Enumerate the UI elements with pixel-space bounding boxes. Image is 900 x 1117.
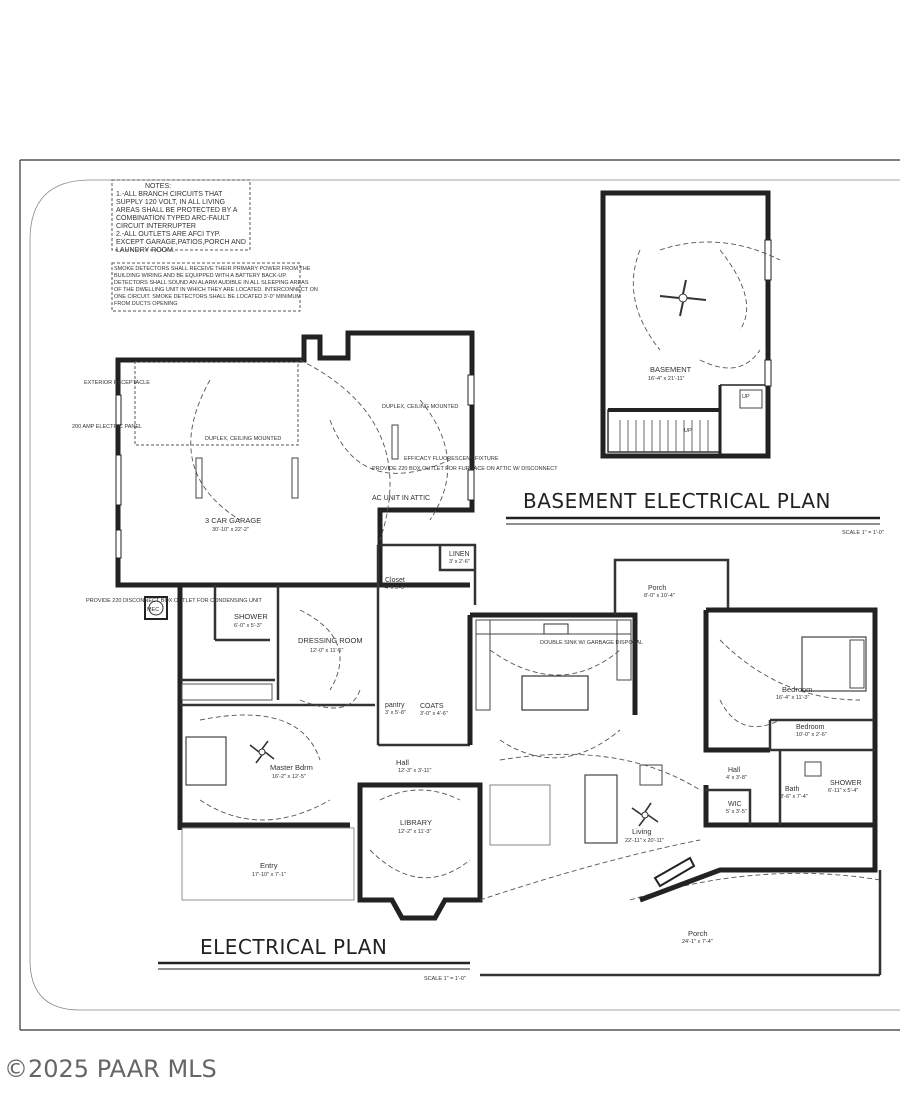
- notes-line: EXCEPT GARAGE,PATIOS,PORCH AND: [116, 239, 246, 246]
- double-sink-note: DOUBLE SINK W/ GARBAGE DISPOSAL: [540, 640, 643, 646]
- room-name-linen: LINEN: [449, 551, 470, 558]
- fluorescent-note: EFFICACY FLUORESCENT FIXTURE: [404, 456, 499, 462]
- panel-note: 200 AMP ELECTRIC PANEL: [72, 424, 142, 430]
- fireplace: [653, 856, 696, 888]
- room-dims-bedroom-1: 16'-4" x 11'-3": [776, 695, 809, 701]
- main-scale: SCALE 1" = 1'-0": [424, 976, 466, 982]
- back-porch: Porch 8'-0" x 10'-4": [613, 558, 730, 615]
- room-dims-hall-bed: 4' x 3'-8": [726, 775, 747, 781]
- room-name-coats: COATS: [420, 703, 444, 710]
- room-name-shower-bed: SHOWER: [830, 780, 862, 787]
- basement-scale: SCALE 1" = 1'-0": [842, 530, 884, 536]
- stair-up-label: UP: [684, 428, 692, 434]
- notes-line: 1.-ALL BRANCH CIRCUITS THAT: [116, 191, 223, 198]
- room-dims-bath: 8'-6" x 7'-4": [780, 794, 808, 800]
- library: LIBRARY 12'-2" x 11'-3": [357, 782, 483, 921]
- electrical-plan-title: ELECTRICAL PLAN SCALE 1" = 1'-0": [158, 935, 470, 982]
- box-outlet-note: PROVIDE 220 BOX OUTLET FOR FURNACE ON AT…: [372, 466, 558, 472]
- receptacle-note: EXTERIOR RECEPTACLE: [84, 380, 150, 386]
- sheet-border: [19, 159, 900, 1031]
- room-name-porch-back: Porch: [648, 585, 666, 592]
- front-porch: Porch 24'-1" x 7'-4": [480, 870, 882, 977]
- room-name-pantry: pantry: [385, 702, 405, 709]
- room-dims-porch-back: 8'-0" x 10'-4": [644, 593, 675, 599]
- room-dims-wic: 5' x 3'-5": [726, 809, 747, 815]
- room-name-wic: WIC: [728, 801, 742, 808]
- smoke-note-line: SMOKE DETECTORS SHALL RECEIVE THEIR PRIM…: [114, 266, 311, 272]
- room-name-entry: Entry: [260, 861, 278, 870]
- room-name-shower-master: SHOWER: [234, 612, 268, 621]
- notes-line: AREAS SHALL BE PROTECTED BY A: [116, 207, 238, 214]
- room-name-basement: BASEMENT: [650, 365, 692, 374]
- room-name-dressing: DRESSING ROOM: [298, 636, 363, 645]
- basement-stair: UP: [607, 408, 721, 453]
- notes-line: CIRCUIT INTERRUPTER: [116, 223, 196, 230]
- room-dims-shower-bed: 6'-11" x 5'-4": [828, 788, 858, 794]
- room-name-garage: 3 CAR GARAGE: [205, 516, 261, 525]
- stair-up-label-2: UP: [742, 394, 750, 400]
- notes-line: LAUNDRY ROOM.: [116, 247, 175, 254]
- notes-heading: NOTES:: [145, 183, 171, 190]
- room-dims-shower-master: 6'-0" x 5'-3": [234, 623, 262, 629]
- smoke-detector-note: SMOKE DETECTORS SHALL RECEIVE THEIR PRIM…: [111, 262, 318, 312]
- room-dims-closet: 4' x 5'-5": [385, 585, 406, 591]
- room-dims-pantry: 3' x 5'-8": [385, 710, 406, 716]
- ceiling-fan-icon: [631, 802, 659, 827]
- room-name-bedroom-1: Bedroom: [782, 685, 812, 694]
- room-dims-master: 16'-2" x 12'-5": [272, 774, 306, 780]
- notes-line: 2.-ALL OUTLETS ARE AFCI TYP.: [116, 231, 221, 238]
- garage: DUPLEX, CEILING MOUNTED DUPLEX, CEILING …: [72, 330, 558, 588]
- room-name-library: LIBRARY: [400, 818, 432, 827]
- mechanical-unit: MEC PROVIDE 220 DISCONNECT BOX OUTLET FO…: [86, 596, 262, 620]
- mec-label: MEC: [147, 607, 159, 613]
- room-name-living: Living: [632, 827, 652, 836]
- kitchen: DOUBLE SINK W/ GARBAGE DISPOSAL: [467, 612, 643, 759]
- room-dims-coats: 3'-0" x 4'-6": [420, 711, 448, 717]
- ceiling-fan-icon: [659, 279, 707, 317]
- room-dims-entry: 17'-10" x 7'-1": [252, 872, 286, 878]
- duplex-note-2: DUPLEX, CEILING MOUNTED: [382, 404, 458, 410]
- notes-line: COMBINATION TYPED ARC-FAULT: [116, 215, 231, 222]
- room-name-bedroom-2: Bedroom: [796, 724, 825, 731]
- duplex-note-1: DUPLEX, CEILING MOUNTED: [205, 436, 281, 442]
- notes-box: NOTES: 1.-ALL BRANCH CIRCUITS THAT SUPPL…: [111, 179, 251, 254]
- basement-plan-title: BASEMENT ELECTRICAL PLAN SCALE 1" = 1'-0…: [506, 489, 884, 536]
- ceiling-fan-icon: [249, 740, 275, 764]
- basement-plan-title-text: BASEMENT ELECTRICAL PLAN: [523, 489, 831, 513]
- smoke-note-line: ONE CIRCUIT. SMOKE DETECTORS SHALL BE LO…: [114, 294, 301, 300]
- mec-note: PROVIDE 220 DISCONNECT BOX OUTLET FOR CO…: [86, 598, 262, 604]
- room-dims-garage: 30'-10" x 22'-2": [212, 527, 249, 533]
- room-dims-porch-front: 24'-1" x 7'-4": [682, 939, 713, 945]
- room-dims-basement: 16'-4" x 21'-11": [648, 376, 685, 382]
- room-name-porch-front: Porch: [688, 929, 708, 938]
- main-floor-plan: DUPLEX, CEILING MOUNTED DUPLEX, CEILING …: [72, 330, 882, 977]
- notes-line: SUPPLY 120 VOLT, IN ALL LIVING: [116, 199, 225, 206]
- smoke-note-line: FROM DUCTS OPENING: [114, 301, 178, 307]
- bedroom-wing: Bedroom 16'-4" x 11'-3" Bedroom 10'-0" x…: [639, 607, 878, 903]
- room-name-hall-main: Hall: [396, 758, 409, 767]
- electrical-plan-title-text: ELECTRICAL PLAN: [200, 935, 387, 959]
- room-name-master: Master Bdrm: [270, 763, 313, 772]
- smoke-note-line: OF THE DWELLING UNIT IN WHICH THEY ARE L…: [114, 287, 318, 293]
- smoke-note-line: DETECTORS SHALL SOUND AN ALARM AUDIBLE I…: [114, 280, 309, 286]
- watermark-text: ©2025 PAAR MLS: [4, 1055, 217, 1083]
- room-dims-hall-main: 12'-3" x 3'-11": [398, 768, 431, 774]
- smoke-note-line: BUILDING WIRING AND BE EQUIPPED WITH A B…: [114, 273, 287, 279]
- room-dims-linen: 3' x 2'-6": [449, 559, 470, 565]
- ac-unit-note: AC UNIT IN ATTIC: [372, 495, 430, 502]
- room-dims-living: 22'-11" x 20'-11": [625, 838, 664, 844]
- room-dims-library: 12'-2" x 11'-3": [398, 829, 431, 835]
- room-dims-bedroom-2: 10'-0" x 2'-6": [796, 732, 827, 738]
- room-name-hall-bed: Hall: [728, 767, 741, 774]
- room-name-bath: Bath: [785, 786, 800, 793]
- basement-plan: UP UP BASEMENT 16'-4" x 21'-11": [600, 190, 781, 459]
- room-dims-dressing: 12'-0" x 11'-6": [310, 648, 343, 654]
- room-name-closet: Closet: [385, 577, 405, 584]
